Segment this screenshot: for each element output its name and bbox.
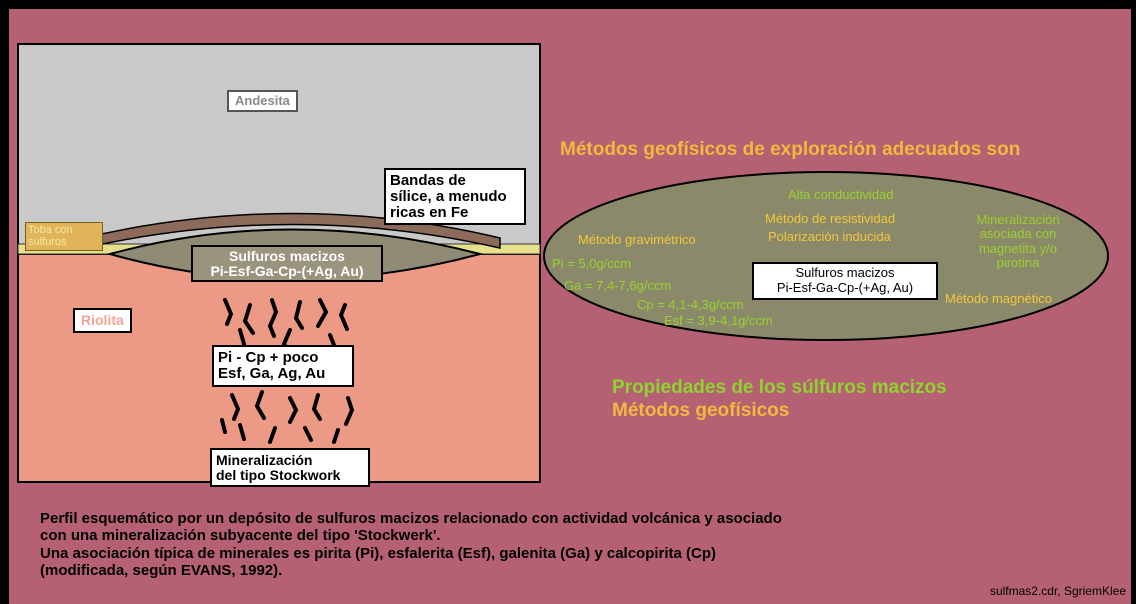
frame-border-left [0, 0, 9, 604]
legend-properties: Propiedades de los súlfuros macizos [612, 377, 947, 398]
silica-bands-label: Bandas de sílice, a menudo ricas en Fe [384, 168, 526, 226]
high-conductivity-label: Alta conductividad [788, 187, 894, 202]
legend-methods: Métodos geofísicos [612, 400, 790, 421]
credit: sulfmas2.cdr, SgriemKlee [989, 584, 1126, 598]
sphalerite-density-label: Esf = 3,9-4,1g/ccm [664, 313, 773, 328]
chalcopyrite-density-label: Cp = 4,1-4,3g/ccm [637, 297, 744, 312]
rhyolite-label: Riolita [73, 308, 132, 333]
massive-sulfides-label: Sulfuros macizos Pi-Esf-Ga-Cp-(+Ag, Au) [191, 245, 383, 283]
frame-border-top [0, 0, 1136, 9]
exploration-ellipse [543, 171, 1109, 341]
galena-density-label: Ga = 7,4-7,6g/ccm [564, 278, 672, 293]
pyrite-density-label: Pi = 5,0g/ccm [552, 256, 632, 271]
stockwork-veins [220, 298, 355, 444]
stockwork-label: Mineralización del tipo Stockwork [210, 448, 370, 488]
center-sulfides-label: Sulfuros macizos Pi-Esf-Ga-Cp-(+Ag, Au) [752, 262, 938, 300]
induced-polarization-label: Polarización inducida [768, 229, 891, 244]
magnetite-mineralization-label: Mineralización asociada con magnetita y/… [976, 212, 1060, 270]
geophysics-title: Métodos geofísicos de exploración adecua… [560, 139, 1021, 160]
frame-border-right [1131, 0, 1136, 604]
gravimetric-method-label: Método gravimétrico [578, 232, 696, 247]
andesite-label: Andesita [227, 90, 298, 112]
caption: Perfil esquemático por un depósito de su… [40, 510, 782, 579]
mineral-association-label: Pi - Cp + poco Esf, Ga, Ag, Au [212, 345, 354, 387]
magnetic-method-label: Método magnético [945, 291, 1052, 306]
resistivity-method-label: Método de resistividad [765, 211, 896, 226]
tuff-label: Toba con sulfuros [25, 222, 103, 252]
